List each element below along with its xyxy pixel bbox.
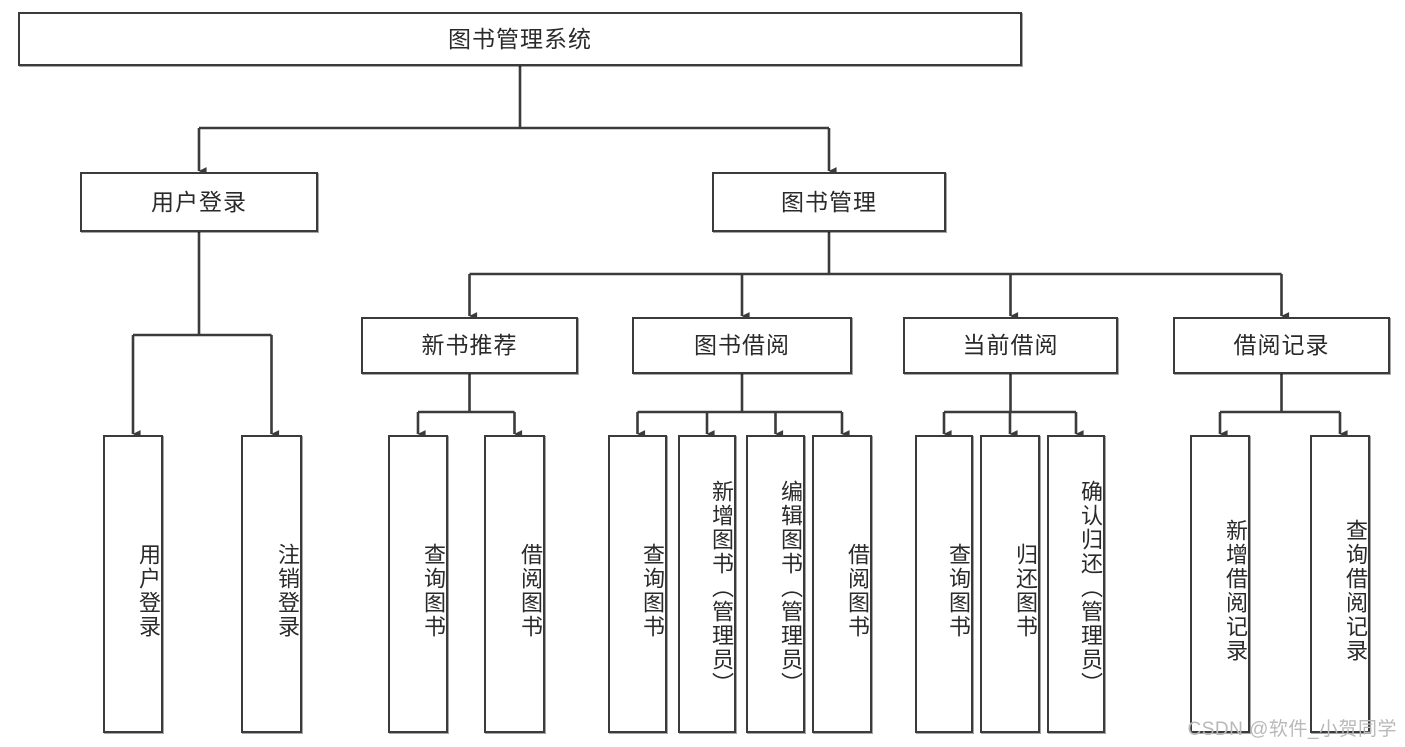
leaf-borrow-query-book[interactable]: 查询图书 — [608, 435, 667, 733]
leaf-borrow-add-book-admin[interactable]: 新增图书（管理员） — [678, 435, 736, 733]
leaf-current-confirm-return-admin[interactable]: 确认归还（管理员） — [1047, 435, 1105, 733]
leaf-newbook-borrow-book[interactable]: 借阅图书 — [484, 435, 545, 733]
node-new-book-recommend[interactable]: 新书推荐 — [361, 317, 578, 374]
leaf-logout[interactable]: 注销登录 — [241, 435, 302, 733]
leaf-borrow-borrow-book[interactable]: 借阅图书 — [812, 435, 872, 733]
node-borrow-record[interactable]: 借阅记录 — [1173, 317, 1390, 374]
leaf-record-query-record[interactable]: 查询借阅记录 — [1310, 435, 1370, 733]
leaf-user-login[interactable]: 用户登录 — [103, 435, 163, 733]
leaf-current-query-book[interactable]: 查询图书 — [915, 435, 973, 733]
leaf-newbook-query-book[interactable]: 查询图书 — [388, 435, 448, 733]
node-user-login[interactable]: 用户登录 — [80, 172, 318, 232]
watermark-text: CSDN @软件_小贺同学 — [1187, 719, 1397, 740]
node-root[interactable]: 图书管理系统 — [18, 12, 1022, 66]
node-book-management[interactable]: 图书管理 — [712, 172, 946, 232]
node-current-borrow[interactable]: 当前借阅 — [903, 317, 1118, 374]
leaf-current-return-book[interactable]: 归还图书 — [980, 435, 1040, 733]
leaf-record-add-record[interactable]: 新增借阅记录 — [1190, 435, 1250, 733]
leaf-borrow-edit-book-admin[interactable]: 编辑图书（管理员） — [746, 435, 805, 733]
node-book-borrow[interactable]: 图书借阅 — [632, 317, 852, 374]
